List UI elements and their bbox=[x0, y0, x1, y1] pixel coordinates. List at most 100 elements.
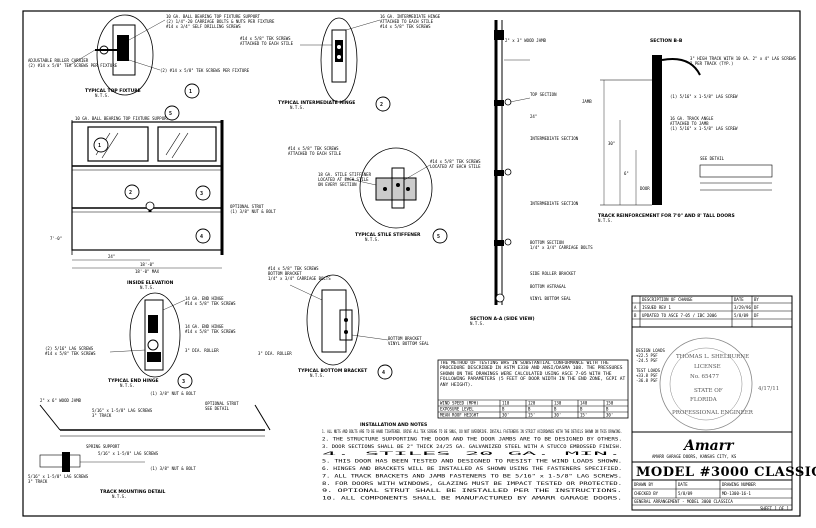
track-callout-e: SEE DETAIL bbox=[205, 406, 230, 411]
seal-state-name: FLORIDA bbox=[690, 397, 718, 403]
track-mounting-detail bbox=[39, 404, 271, 472]
track-callout-i: (1) 3/8" NUT & BOLT bbox=[150, 466, 196, 471]
section-bb-callout-5: (1) 5/16" x 1-5/8" LAG SCREW bbox=[670, 94, 738, 99]
note-item: 8. FOR DOORS WITH WINDOWS, GLAZING MUST … bbox=[322, 481, 622, 486]
pressure-table-cell: 15' bbox=[580, 413, 587, 418]
rev-header-by: BY bbox=[754, 297, 759, 302]
end-hinge-callout-b: #14 x 5/8" TEK SCREWS bbox=[185, 301, 236, 306]
design-load-pos: +22.5 PSF bbox=[636, 353, 658, 358]
bottom-bracket-nts: N.T.S. bbox=[310, 373, 324, 378]
notes-list: 1. ALL NUTS AND BOLTS ARE TO BE HAND TIG… bbox=[322, 429, 622, 501]
section-aa-inter: INTERMEDIATE SECTION bbox=[530, 136, 579, 141]
top-fixture-callout-b: (2) 1/4"-20 CARRIAGE BOLTS & NUTS PER FI… bbox=[166, 19, 275, 24]
section-aa-inter2: INTERMEDIATE SECTION bbox=[530, 201, 579, 206]
rev-a-by: DF bbox=[754, 305, 759, 310]
bottom-bracket-title: TYPICAL BOTTOM BRACKET bbox=[298, 368, 368, 374]
note-item: 9. OPTIONAL STRUT SHALL BE INSTALLED PER… bbox=[322, 488, 622, 493]
section-bb-callout-6: (1) 5/16" x 1-5/8" LAG SCREW bbox=[670, 126, 738, 131]
bottom-callout-e: BOTTOM BRACKET bbox=[388, 336, 422, 341]
end-hinge-nts: N.T.S. bbox=[120, 383, 134, 388]
elevation-max-width: 18'-0" MAX bbox=[135, 269, 160, 274]
seal-license: LICENSE bbox=[694, 364, 721, 370]
drawing-no-value: MD-1300-16-1 bbox=[722, 491, 751, 496]
track-callout-k: 3" TRACK bbox=[28, 479, 48, 484]
sheet-number: SHEET 1 OF 1 bbox=[760, 506, 789, 511]
model-title: MODEL #3000 CLASSICA bbox=[636, 465, 816, 480]
callout-number-1a: 1 bbox=[189, 89, 192, 95]
callout-number-4b: 4 bbox=[382, 370, 385, 376]
elevation-strut-label: OPTIONAL STRUT bbox=[230, 204, 264, 209]
title-block bbox=[631, 295, 793, 511]
date-label: DATE bbox=[678, 482, 688, 487]
track-mounting-title: TRACK MOUNTING DETAIL bbox=[100, 489, 166, 495]
track-reinforcement-title: TRACK REINFORCEMENT FOR 7'0" AND 8' TALL… bbox=[598, 213, 735, 219]
section-bb-callout-4: ATTACHED TO JAMB bbox=[670, 121, 709, 126]
end-hinge-title: TYPICAL END HINGE bbox=[108, 378, 159, 384]
drawing-title: GENERAL ARRANGEMENT - MODEL 3000 CLASSIC… bbox=[634, 499, 733, 504]
test-load-pos: +33.8 PSF bbox=[636, 373, 658, 378]
bottom-callout-a: #14 x 5/8" TEK SCREWS bbox=[268, 266, 319, 271]
section-aa-top: TOP SECTION bbox=[530, 92, 557, 97]
callout-number-1b: 1 bbox=[98, 143, 101, 149]
stiffener-callout-b: LOCATED AT EACH STILE bbox=[318, 177, 369, 182]
hinge-callout-a: 16 GA. INTERMEDIATE HINGE bbox=[380, 14, 441, 19]
note-item: 7. ALL TRACK BRACKETS AND JAMB FASTENERS… bbox=[322, 473, 622, 478]
bottom-callout-b: BOTTOM BRACKET bbox=[268, 271, 302, 276]
rev-header-desc: DESCRIPTION OF CHANGE bbox=[642, 297, 693, 302]
rev-b-by: DF bbox=[754, 313, 759, 318]
rev-a-no: A bbox=[634, 305, 637, 310]
pressure-table-cell: 15' bbox=[528, 413, 535, 418]
section-aa-roller: SIDE ROLLER BRACKET bbox=[530, 271, 576, 276]
note-item: 3. DOOR SECTIONS SHALL BE 2" THICK 24/25… bbox=[322, 444, 622, 449]
callout-number-3b: 3 bbox=[182, 379, 185, 385]
section-aa-bottom: BOTTOM SECTION bbox=[530, 240, 564, 245]
rev-b-no: B bbox=[634, 313, 637, 318]
notes-title: INSTALLATION AND NOTES bbox=[360, 422, 427, 428]
track-mounting-nts: N.T.S. bbox=[112, 494, 126, 499]
stiffener-callout-d1: #14 x 5/8" TEK SCREWS bbox=[288, 146, 339, 151]
company-line: AMARR GARAGE DOORS, KANSAS CITY, KS bbox=[652, 454, 737, 459]
bottom-bracket-detail bbox=[289, 274, 389, 366]
elevation-top-label: 10 GA. BALL BEARING TOP FIXTURE SUPPORT bbox=[75, 116, 170, 121]
seal-date: 4/17/11 bbox=[758, 386, 779, 392]
pressure-table-cell: MEAN ROOF HEIGHT bbox=[440, 413, 479, 418]
pressure-table-cell: B bbox=[554, 407, 557, 412]
callout-number-2b: 2 bbox=[129, 190, 132, 196]
pressure-table-cell: 150 bbox=[606, 401, 614, 406]
track-callout-a: 2" x 6" WOOD JAMB bbox=[40, 398, 82, 403]
elevation-width: 18'-0" bbox=[140, 262, 154, 267]
section-bb-dim-30: 30" bbox=[608, 141, 615, 146]
hinge-callout-c: #14 x 5/8" TEK SCREWS bbox=[380, 24, 431, 29]
design-load-label: DESIGN LOADS bbox=[636, 348, 665, 353]
note-item: 4. STILES 20 GA. MIN. bbox=[322, 451, 622, 456]
pressure-table-cell: 140 bbox=[580, 401, 588, 406]
callout-number-5b: 5 bbox=[437, 234, 440, 240]
track-callout-b: 5/16" x 1-5/8" LAG SCREWS bbox=[92, 408, 153, 413]
drawn-by-label: DRAWN BY bbox=[634, 482, 654, 487]
section-bb bbox=[600, 55, 773, 206]
intermediate-hinge-nts: N.T.S. bbox=[290, 105, 304, 110]
pressure-table-cell: EXPOSURE LEVEL bbox=[440, 407, 474, 412]
top-fixture-callout-e: #14 x 3/4" SELF DRILLING SCREWS bbox=[166, 24, 241, 29]
note-item: 5. THIS DOOR HAS BEEN TESTED AND DESIGNE… bbox=[322, 459, 622, 464]
pressure-table-cell: 120 bbox=[528, 401, 536, 406]
rev-b-desc: UPDATED TO ASCE 7-05 / IBC 2006 bbox=[642, 313, 717, 318]
stile-stiffener-nts: N.T.S. bbox=[365, 237, 379, 242]
top-fixture-callout-c: ADJUSTABLE ROLLER CARRIER bbox=[28, 58, 89, 63]
rev-header-date: DATE bbox=[734, 297, 744, 302]
design-load-neg: -24.5 PSF bbox=[636, 358, 658, 363]
section-aa-seal: VINYL BOTTOM SEAL bbox=[530, 296, 572, 301]
callout-number-3a: 3 bbox=[200, 191, 203, 197]
end-hinge-callout-a: 14 GA. END HINGE bbox=[185, 296, 224, 301]
end-hinge-callout-d: #14 x 5/8" TEK SCREWS bbox=[185, 329, 236, 334]
section-aa-bottom2: 1/4" x 3/4" CARRIAGE BOLTS bbox=[530, 245, 593, 250]
section-aa-title: SECTION A-A (SIDE VIEW) bbox=[470, 316, 535, 322]
pressure-table-cell: 30' bbox=[554, 413, 561, 418]
stiffener-callout-f: LOCATED AT EACH STILE bbox=[430, 164, 481, 169]
pressure-intro-container: THE METHOD OF TESTING WAS IN SUBSTANTIAL… bbox=[440, 361, 625, 388]
intermediate-hinge-title: TYPICAL INTERMEDIATE HINGE bbox=[278, 100, 355, 106]
end-hinge-callout-g: #14 x 5/8" TEK SCREWS bbox=[45, 351, 96, 356]
end-hinge-callout-c: 14 GA. END HINGE bbox=[185, 324, 224, 329]
bottom-callout-f: VINYL BOTTOM SEAL bbox=[388, 341, 430, 346]
